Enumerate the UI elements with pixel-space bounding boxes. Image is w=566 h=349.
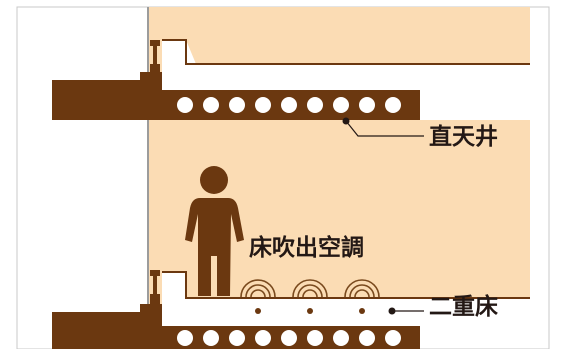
air-outlet-icon (292, 279, 328, 298)
lower-slab-hollow-cores (177, 330, 401, 346)
hollow-core-circle (229, 97, 245, 113)
hollow-core-circle (307, 330, 323, 346)
hollow-core-circle (333, 330, 349, 346)
hollow-core-circle (359, 97, 375, 113)
person-icon (185, 166, 244, 296)
hollow-core-circle (385, 330, 401, 346)
lower-window-frame (150, 270, 160, 304)
raised-floor-leader-dot (388, 307, 396, 315)
ceiling-leader (345, 120, 424, 137)
hollow-core-circle (385, 97, 401, 113)
label-floor-outlet-ac: 床吹出空調 (249, 235, 364, 261)
lower-slab (52, 304, 420, 349)
air-outlet-icon (240, 279, 276, 298)
air-outlet-icon (344, 279, 380, 298)
hollow-core-circle (307, 97, 323, 113)
hollow-core-circle (229, 330, 245, 346)
upper-slab-hollow-cores (177, 97, 401, 113)
hollow-core-circle (255, 97, 271, 113)
hollow-core-circle (359, 330, 375, 346)
hollow-core-circle (281, 330, 297, 346)
hollow-core-circle (203, 330, 219, 346)
hollow-core-circle (333, 97, 349, 113)
leader-lines (345, 120, 424, 312)
hollow-core-circle (177, 97, 193, 113)
upper-ceiling-outline (162, 39, 530, 65)
hollow-core-circle (203, 97, 219, 113)
hollow-core-circle (281, 97, 297, 113)
ceiling-leader-dot (342, 117, 350, 125)
air-outlets (240, 279, 380, 298)
upper-slab (52, 72, 420, 120)
hollow-core-circle (177, 330, 193, 346)
upper-window-frame (150, 40, 160, 76)
label-exposed-ceiling: 直天井 (429, 124, 498, 150)
lower-floor-outline (162, 271, 530, 299)
label-raised-floor: 二重床 (429, 294, 498, 320)
hollow-core-circle (255, 330, 271, 346)
raised-floor-supports (255, 308, 365, 314)
